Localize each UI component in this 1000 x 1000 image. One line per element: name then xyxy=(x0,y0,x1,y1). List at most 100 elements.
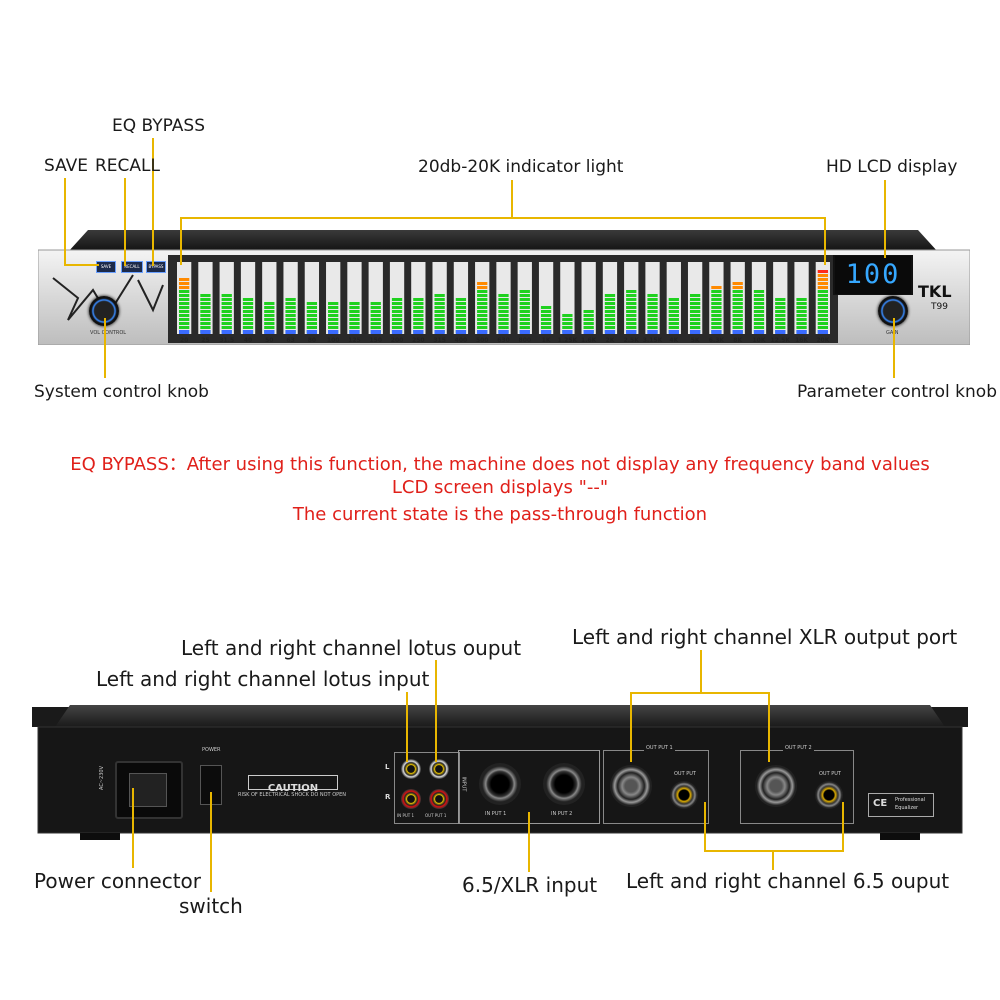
meter-segment xyxy=(221,302,232,305)
meter-segment xyxy=(328,322,339,325)
meter-base-led xyxy=(370,330,381,334)
meter-segment xyxy=(498,326,509,329)
meter-segment xyxy=(328,310,339,313)
meter-segment xyxy=(306,310,318,313)
meter-segment xyxy=(498,302,509,305)
meter-segment xyxy=(434,310,445,313)
indicator-callout: 20db-20K indicator light xyxy=(418,157,624,177)
meter-segment xyxy=(477,282,488,285)
meter-segment xyxy=(796,310,807,313)
model-label: T99 xyxy=(931,302,948,312)
meter-segment xyxy=(498,298,509,301)
callout-line xyxy=(884,180,886,258)
meter-segment xyxy=(200,298,211,301)
meter-segment xyxy=(413,314,424,317)
meter-segment xyxy=(689,326,701,329)
band-label: 315 xyxy=(433,337,446,344)
meter-segment xyxy=(179,322,190,325)
rca-out-r[interactable] xyxy=(429,789,449,809)
meter-segment xyxy=(477,306,488,309)
callout-line xyxy=(772,850,774,870)
meter-segment xyxy=(519,294,530,297)
meter-base-led xyxy=(328,330,339,334)
band-label: 80 xyxy=(308,337,316,344)
meter-segment xyxy=(668,306,679,309)
band-label: 2K xyxy=(606,337,615,344)
power-connector[interactable] xyxy=(115,761,183,819)
meter-segment xyxy=(689,302,701,305)
meter-segment xyxy=(604,318,616,321)
power-label: POWER xyxy=(202,747,221,753)
meter-segment xyxy=(732,302,743,305)
meter-segment xyxy=(796,306,807,309)
meter-segment xyxy=(540,322,552,325)
callout-line xyxy=(700,650,702,693)
xlr-output-2[interactable] xyxy=(755,765,797,807)
meter-segment xyxy=(370,302,381,305)
lcd-value: 100 xyxy=(845,259,901,290)
meter-segment xyxy=(477,314,488,317)
meter-base-led xyxy=(604,330,616,334)
xlr-output-1[interactable] xyxy=(610,765,652,807)
bypass-button[interactable]: BYPASS xyxy=(146,261,166,273)
meter-segment xyxy=(519,322,530,325)
jack-output-1[interactable] xyxy=(670,781,698,809)
meter-segment xyxy=(179,310,190,313)
meter-base-led xyxy=(391,330,403,334)
meter-segment xyxy=(179,326,190,329)
ce-label-box: CE Professional Equalizer xyxy=(868,793,934,817)
meter-segment xyxy=(285,306,296,309)
meter-segment xyxy=(668,322,679,325)
ac-label: AC~230V xyxy=(98,766,105,790)
rear-panel: AC~230V POWER CAUTION RISK OF ELECTRICAL… xyxy=(30,705,970,840)
meter-segment xyxy=(413,310,424,313)
meter-segment xyxy=(455,310,467,313)
rca-in-r[interactable] xyxy=(401,789,421,809)
combo-input-2[interactable] xyxy=(543,763,585,805)
band-label: 800 xyxy=(519,337,532,344)
meter-segment xyxy=(477,322,488,325)
meter-segment xyxy=(775,314,786,317)
meter-segment xyxy=(498,322,509,325)
meter-segment xyxy=(732,310,743,313)
meter-segment xyxy=(732,282,743,285)
meter-segment xyxy=(775,302,786,305)
brand-logo: TKL xyxy=(918,282,952,301)
meter-segment xyxy=(221,310,232,313)
meter-segment xyxy=(179,298,190,301)
meter-segment xyxy=(604,322,616,325)
input-1-label: IN PUT 1 xyxy=(485,811,507,817)
meter-segment xyxy=(519,314,530,317)
meter-segment xyxy=(391,322,403,325)
callout-line xyxy=(704,850,844,852)
meter-segment xyxy=(647,298,658,301)
meter-segment xyxy=(200,314,211,317)
meter-segment xyxy=(626,326,637,329)
combo-input-1[interactable] xyxy=(479,763,521,805)
recall-button[interactable]: RECALL xyxy=(121,261,143,273)
callout-line xyxy=(406,692,408,762)
meter-segment xyxy=(477,302,488,305)
rca-in-l[interactable] xyxy=(401,759,421,779)
save-button[interactable]: SAVE xyxy=(96,261,116,273)
meter-segment xyxy=(519,302,530,305)
meter-segment xyxy=(753,298,765,301)
band-label: 3.15K xyxy=(643,337,663,344)
meter-segment xyxy=(604,326,616,329)
meter-segment xyxy=(285,318,296,321)
rca-out-l[interactable] xyxy=(429,759,449,779)
meter-segment xyxy=(242,310,254,313)
recall-callout: RECALL xyxy=(95,156,160,176)
power-connector-callout: Power connector xyxy=(34,869,202,893)
meter-base-led xyxy=(753,330,765,334)
meter-segment xyxy=(732,298,743,301)
meter-segment xyxy=(753,314,765,317)
meter-segment xyxy=(349,314,360,317)
meter-segment xyxy=(753,318,765,321)
note-line-1: EQ BYPASS：After using this function, the… xyxy=(70,454,930,475)
jack-output-2[interactable] xyxy=(815,781,843,809)
callout-line xyxy=(64,264,99,266)
rear-panel-graphic xyxy=(32,705,968,840)
band-label: 200 xyxy=(391,337,404,344)
meter-segment xyxy=(434,294,445,297)
